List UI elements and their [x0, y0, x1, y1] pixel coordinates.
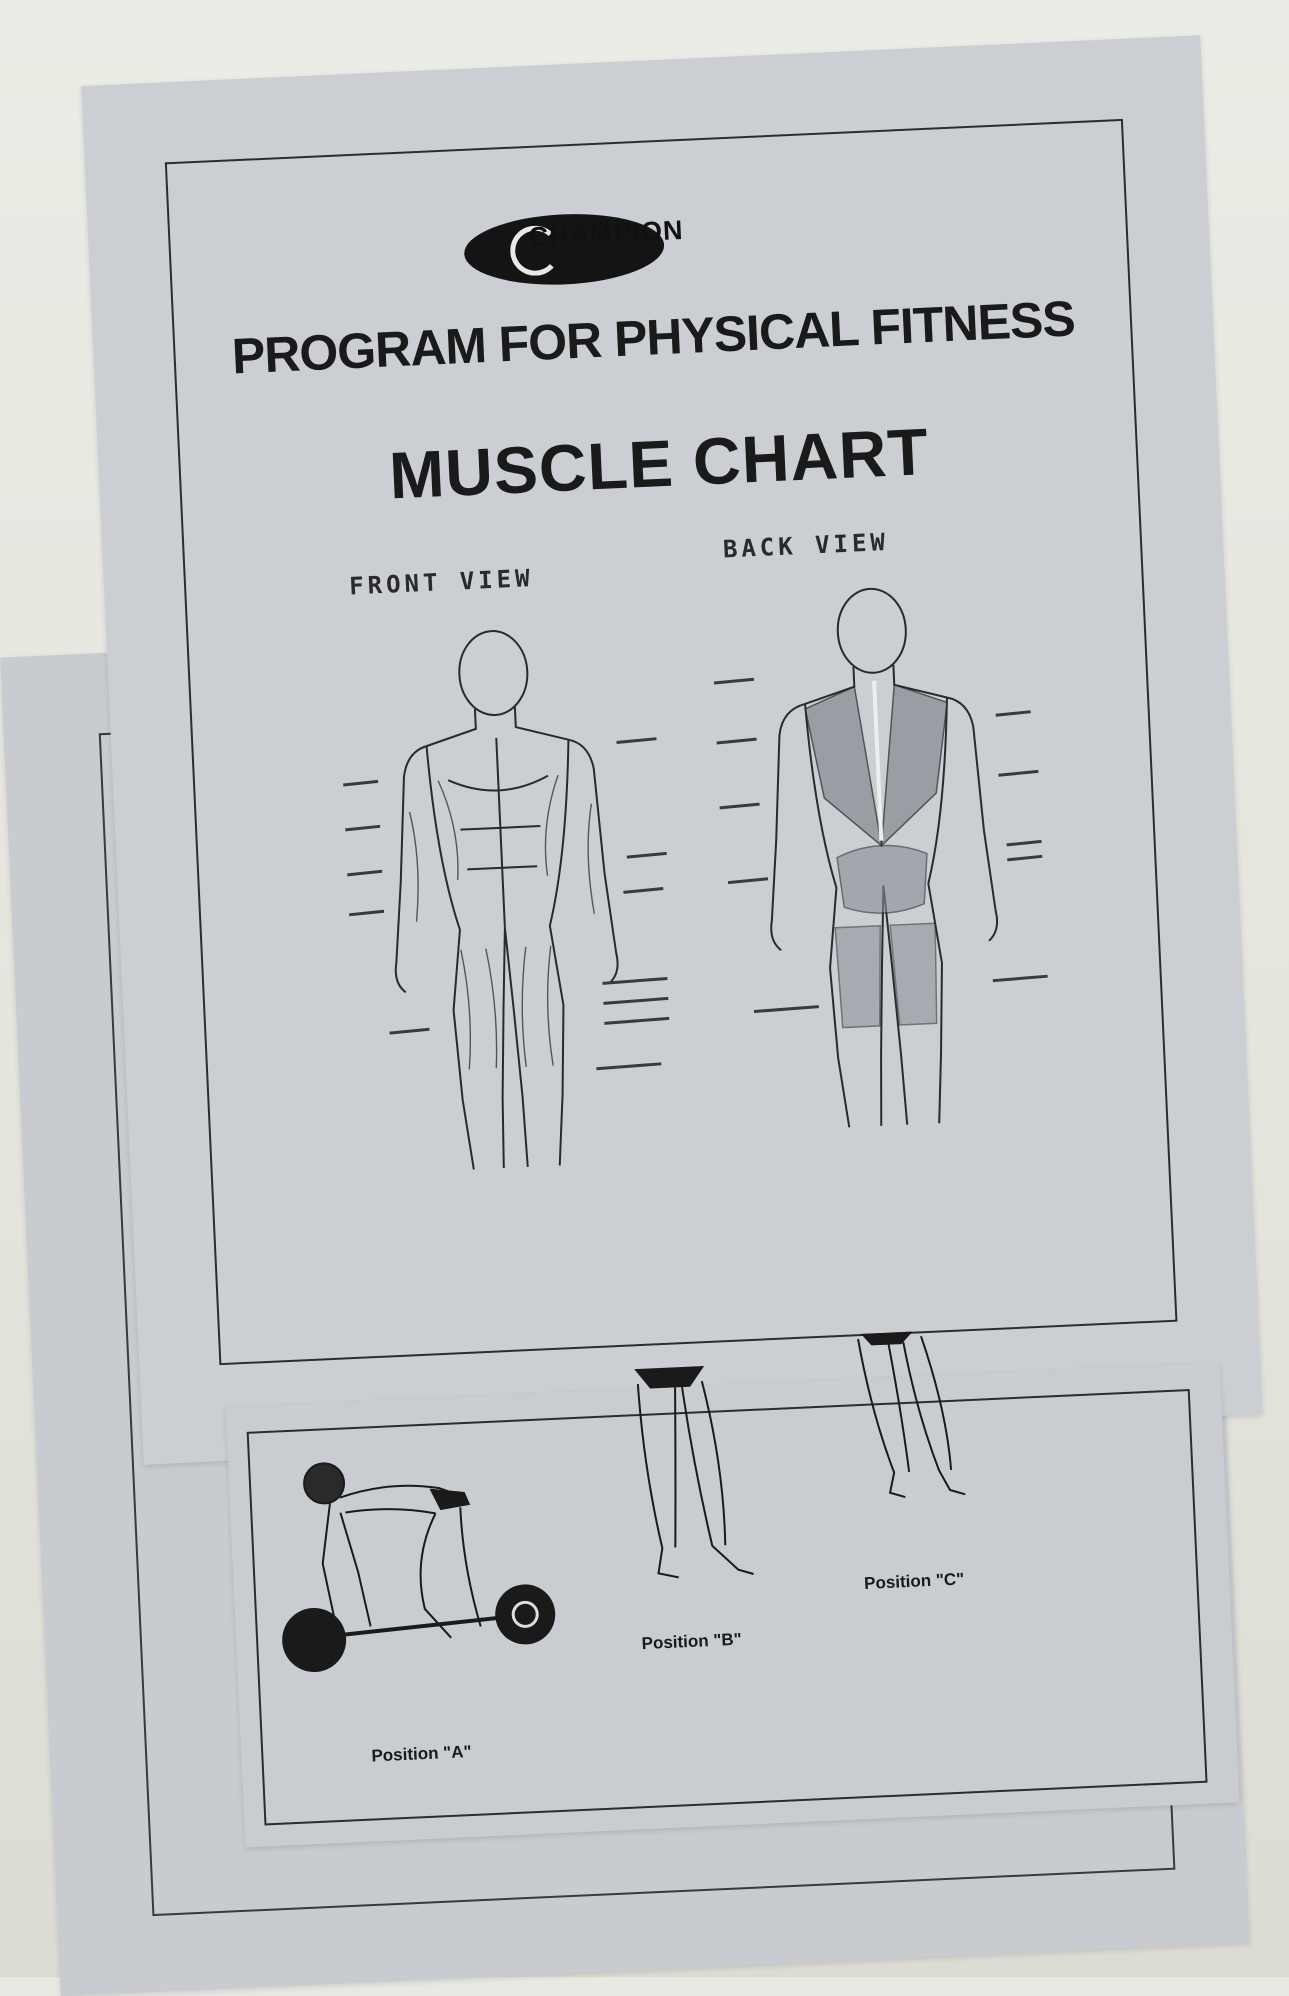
muscle-chart-sheet: CHAMPION PROGRAM FOR PHYSICAL FITNESS MU… [81, 35, 1262, 1464]
position-a-figure [267, 1432, 578, 1695]
position-c-figure [842, 1318, 992, 1554]
front-muscle-figure [331, 620, 686, 1194]
back-muscle-figure [705, 578, 1060, 1152]
position-b-figure [618, 1343, 790, 1610]
positions-sheet: Position "A" Position "B" Position "C" [226, 1363, 1240, 1848]
